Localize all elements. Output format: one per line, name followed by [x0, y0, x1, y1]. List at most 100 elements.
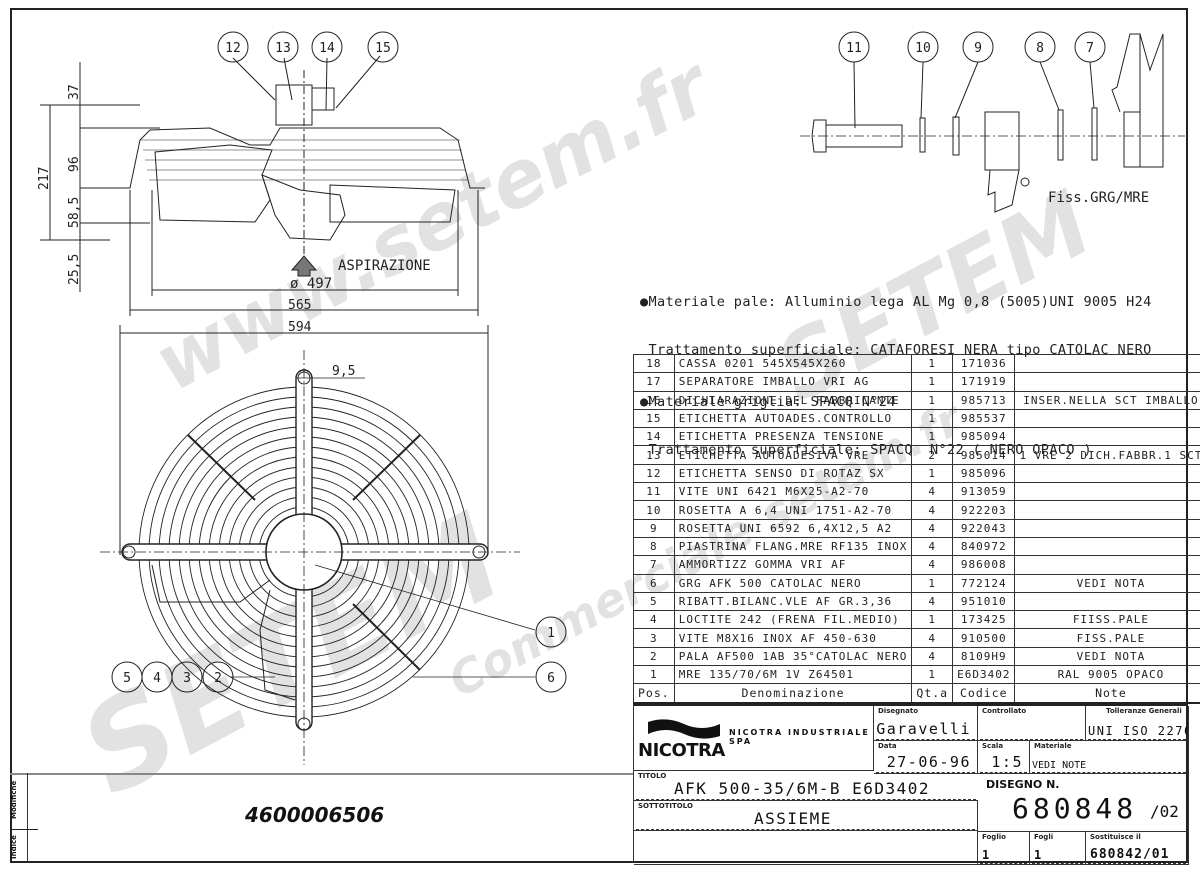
bom-cell-code: 985094: [952, 427, 1016, 447]
bom-cell-pos: 18: [633, 353, 675, 374]
balloon-14: 14: [319, 41, 335, 56]
disegnato-value: Garavelli: [876, 720, 971, 738]
bom-cell-den: DICHIARAZIONE DEL FABBRICANTE: [673, 390, 913, 410]
foglio-label: Foglio: [982, 833, 1006, 841]
airflow-label: ASPIRAZIONE: [338, 258, 431, 274]
bom-cell-code: 985014: [952, 445, 1016, 465]
revision-side-strip: Modifiche Indice: [10, 773, 38, 863]
balloon-11: 11: [846, 41, 862, 56]
balloon-8: 8: [1036, 41, 1044, 56]
titolo-cell: TITOLO AFK 500-35/6M-B E6D3402: [634, 771, 978, 801]
bom-cell-qty: 1: [911, 390, 954, 410]
scala-cell: Scala 1:5: [978, 741, 1030, 774]
bom-cell-note: [1014, 372, 1200, 392]
balloon-3: 3: [183, 671, 191, 686]
bom-cell-den: VITE UNI 6421 M6X25-A2-70: [673, 482, 913, 502]
dim-217: 217: [37, 167, 52, 190]
bom-cell-qty: 4: [911, 555, 954, 575]
col-denominazione: Denominazione: [673, 683, 913, 704]
bom-cell-code: E6D3402: [952, 665, 1016, 685]
dim-96: 96: [67, 156, 82, 172]
bom-cell-note: FIISS.PALE: [1014, 610, 1200, 630]
bom-cell-code: 951010: [952, 591, 1016, 612]
fogli-label: Fogli: [1034, 833, 1054, 841]
bom-cell-note: [1014, 518, 1200, 538]
bom-cell-den: PIASTRINA FLANG.MRE RF135 INOX: [673, 536, 913, 557]
bom-cell-pos: 10: [633, 500, 675, 520]
balloon-9: 9: [974, 41, 982, 56]
side-view-drawing: 12 13 14 15 217 37 96 58,5 25,5 ASPIRAZI…: [37, 31, 489, 345]
materiale-value: VEDI NOTE: [1032, 760, 1087, 771]
bom-cell-code: 986008: [952, 555, 1016, 575]
bom-cell-code: 171036: [952, 353, 1016, 374]
dim-37: 37: [67, 84, 82, 100]
bom-cell-qty: 2: [911, 445, 954, 465]
bom-cell-note: 1 VRE 2 DICH.FABBR.1 SCT: [1014, 445, 1200, 465]
front-view-drawing: 9,5 5 4 3 2 1 6: [100, 340, 567, 765]
bom-cell-pos: 3: [633, 628, 675, 648]
modifiche-band: [10, 773, 633, 775]
fogli-value: 1: [1034, 848, 1043, 862]
bom-cell-den: SEPARATORE IMBALLO VRI AG: [673, 372, 913, 392]
bom-cell-qty: 1: [911, 408, 954, 429]
modifiche-label: Modifiche: [10, 780, 18, 820]
bom-cell-den: MRE 135/70/6M 1V Z64501: [673, 665, 913, 685]
bom-cell-den: AMMORTIZZ GOMMA VRI AF: [673, 555, 913, 575]
balloon-10: 10: [915, 41, 931, 56]
foglio-cell: Foglio 1: [978, 832, 1030, 865]
title-block: NICOTRA INDUSTRIALE SPA NICOTRA Disegnat…: [633, 704, 1189, 865]
bom-cell-pos: 2: [633, 646, 675, 667]
disegno-cell: DISEGNO N. 680848 /02: [978, 774, 1189, 832]
bom-cell-code: 985537: [952, 408, 1016, 429]
bom-cell-code: 985713: [952, 390, 1016, 410]
titolo-label: TITOLO: [638, 772, 667, 780]
bom-cell-code: 8109H9: [952, 646, 1016, 667]
bom-cell-code: 171919: [952, 372, 1016, 392]
data-value: 27-06-96: [886, 753, 971, 771]
dim-diameter: ø 497: [290, 276, 332, 292]
bom-cell-code: 840972: [952, 536, 1016, 557]
sottotitolo-value: ASSIEME: [754, 809, 832, 828]
bom-cell-den: VITE M8X16 INOX AF 450-630: [673, 628, 913, 648]
bom-cell-qty: 1: [911, 427, 954, 447]
bom-cell-pos: 7: [633, 555, 675, 575]
dim-25-5: 25,5: [67, 254, 82, 285]
drawing-number: 680848: [1012, 792, 1138, 825]
bom-cell-note: [1014, 463, 1200, 484]
titolo-value: AFK 500-35/6M-B E6D3402: [674, 779, 931, 798]
balloon-5: 5: [123, 671, 131, 686]
bom-cell-note: VEDI NOTA: [1014, 646, 1200, 667]
bom-header-row: Pos. Denominazione Qt.a Codice Note: [633, 683, 1200, 704]
disegno-label: DISEGNO N.: [986, 778, 1060, 791]
logo-cell: NICOTRA INDUSTRIALE SPA NICOTRA: [634, 706, 874, 771]
company-logo-text: NICOTRA: [638, 740, 725, 761]
bom-cell-note: [1014, 408, 1200, 429]
bom-cell-den: ROSETTA UNI 6592 6,4X12,5 A2: [673, 518, 913, 538]
sostituisce-value: 680842/01: [1090, 847, 1170, 862]
tolleranze-value: UNI ISO 22768/c: [1088, 724, 1188, 738]
fogli-cell: Fogli 1: [1030, 832, 1086, 865]
bom-cell-den: ROSETTA A 6,4 UNI 1751-A2-70: [673, 500, 913, 520]
materiale-label: Materiale: [1034, 742, 1072, 750]
bom-cell-qty: 4: [911, 646, 954, 667]
sostituisce-label: Sostituisce il: [1090, 833, 1141, 841]
bom-cell-note: [1014, 427, 1200, 447]
bom-cell-den: CASSA 0201 545X545X260: [673, 353, 913, 374]
bom-cell-den: ETICHETTA AUTOADESIVA VRE: [673, 445, 913, 465]
bom-cell-qty: 4: [911, 536, 954, 557]
bom-cell-code: 985096: [952, 463, 1016, 484]
bom-cell-qty: 1: [911, 353, 954, 374]
materiale-cell: Materiale VEDI NOTE: [1030, 741, 1189, 774]
sottotitolo-label: SOTTOTITOLO: [638, 802, 693, 810]
note-line: ●Materiale pale: Alluminio lega AL Mg 0,…: [640, 294, 1152, 310]
bom-cell-pos: 11: [633, 482, 675, 502]
bom-cell-note: FISS.PALE: [1014, 628, 1200, 648]
bom-cell-note: VEDI NOTA: [1014, 573, 1200, 593]
